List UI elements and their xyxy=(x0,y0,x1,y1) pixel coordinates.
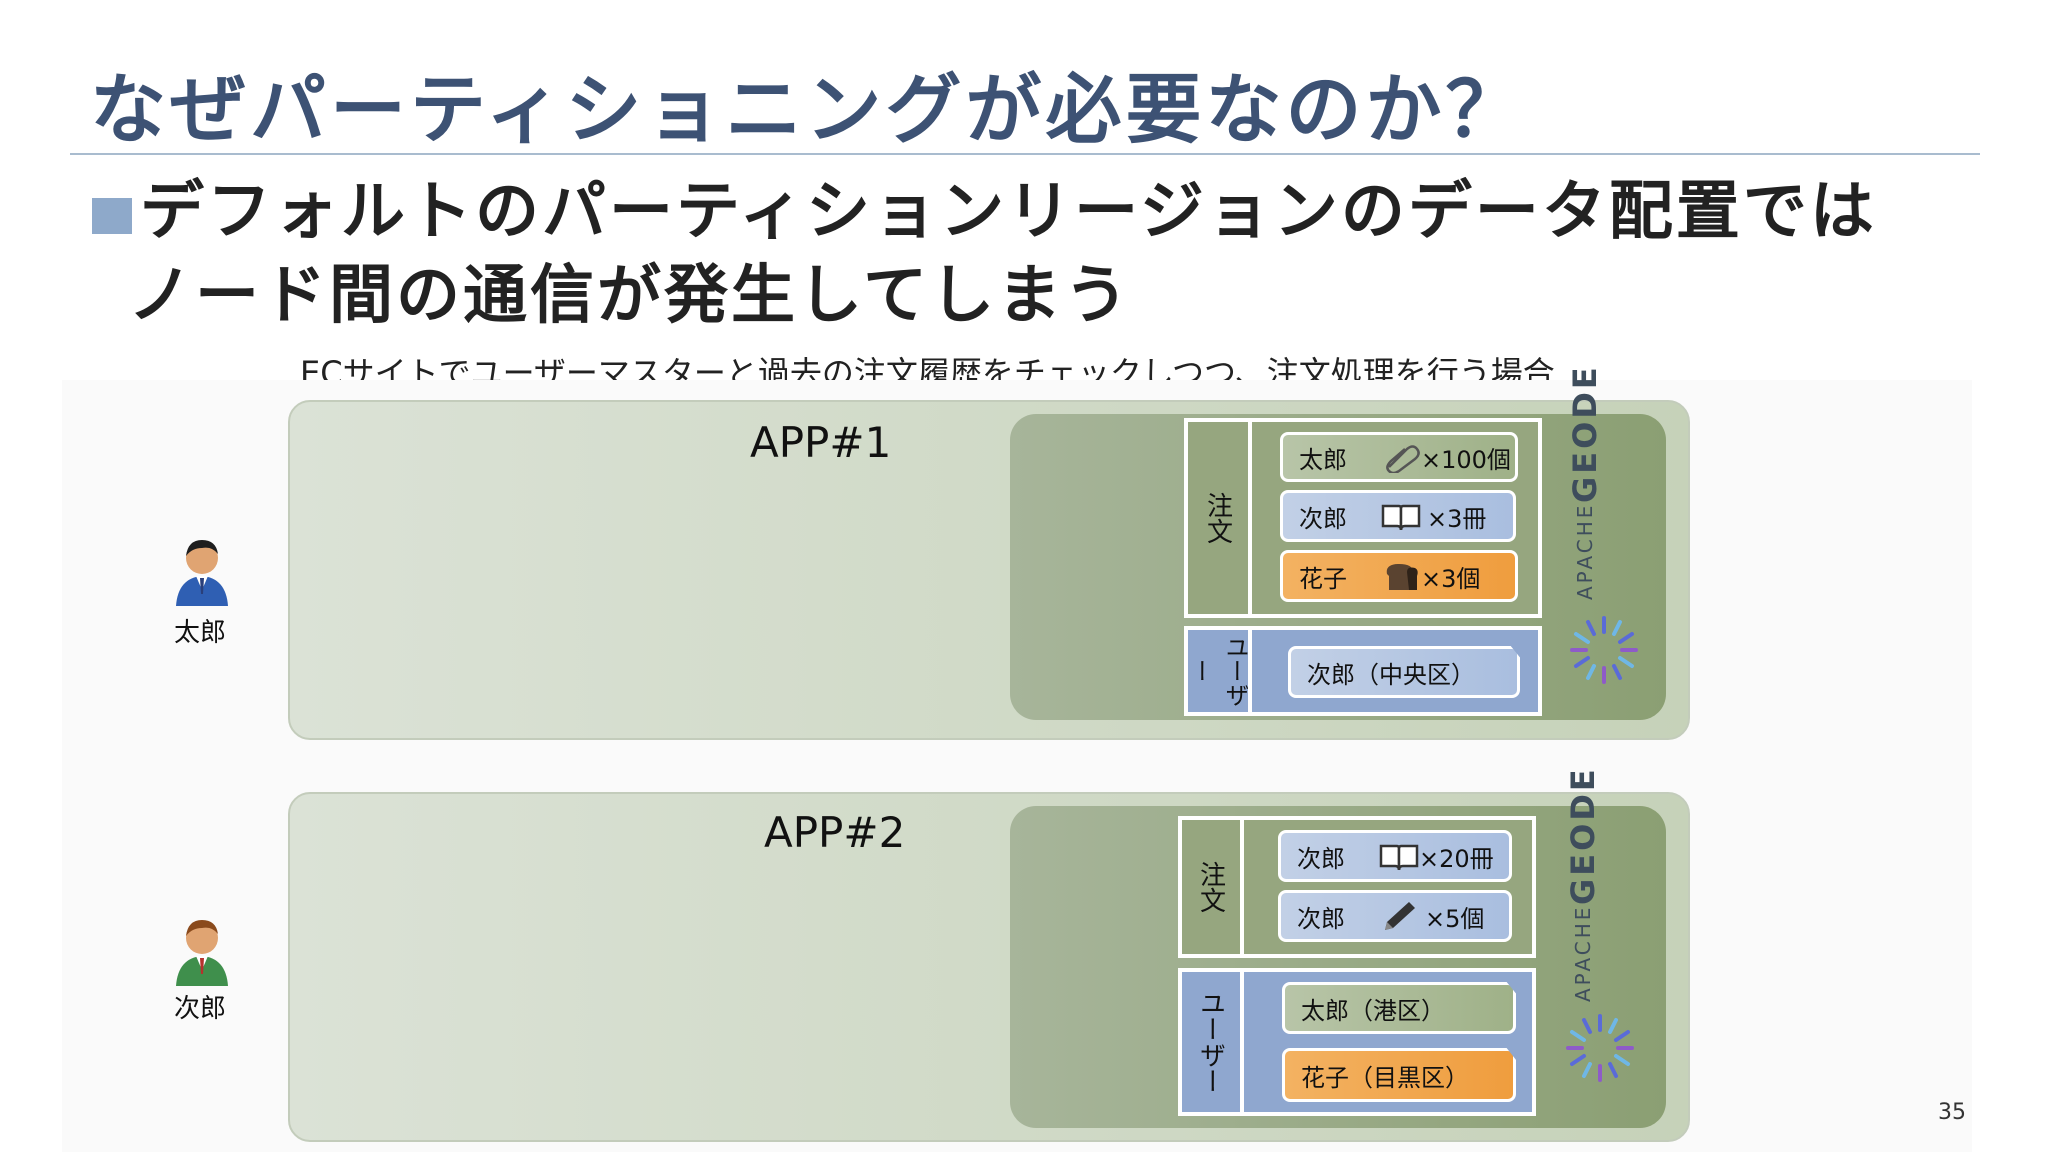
geode-burst-icon xyxy=(1570,616,1638,684)
apache-text: APACHE xyxy=(1573,502,1597,600)
book-icon xyxy=(1381,504,1421,531)
bread-icon xyxy=(1386,564,1418,590)
order-quantity: ×100個 xyxy=(1421,445,1511,474)
app-2-order-item: 次郎 ×5個 xyxy=(1278,890,1512,942)
apache-text: APACHE xyxy=(1571,904,1595,1002)
app-2-user-item: 太郎（港区） xyxy=(1282,982,1516,1034)
app-1-user-tab: ユーザー xyxy=(1188,635,1248,707)
app-1-order-tab: 注文 xyxy=(1202,492,1233,544)
businessman-blue-icon xyxy=(176,540,228,606)
bullet-text: デフォルトのパーティションリージョンのデータ配置では ノード間の通信が発生してし… xyxy=(128,170,1960,338)
app-1-user-item: 次郎（中央区） xyxy=(1288,646,1520,698)
businessman-green-icon xyxy=(176,920,228,986)
user-record: 次郎（中央区） xyxy=(1307,660,1475,689)
geode-burst-icon xyxy=(1566,1014,1634,1082)
geode-text: GEODE xyxy=(1564,765,1602,905)
bullet-line-1: デフォルトのパーティションリージョンのデータ配置では xyxy=(140,175,1877,249)
app-2-order-tab: 注文 xyxy=(1195,861,1226,913)
order-quantity: ×5個 xyxy=(1425,904,1485,933)
app-1-apache-geode-logo: APACHE GEODE xyxy=(1566,364,1604,600)
app-1-user-tab-divider xyxy=(1248,626,1252,716)
person-label-taro: 太郎 xyxy=(174,618,227,648)
order-customer: 次郎 xyxy=(1297,904,1345,933)
pencil-icon xyxy=(1385,902,1415,930)
app-2-apache-geode-logo: APACHE GEODE xyxy=(1564,766,1602,1002)
order-customer: 次郎 xyxy=(1297,844,1345,873)
app-2-label: APP#2 xyxy=(764,808,906,857)
page-number: 35 xyxy=(1938,1100,1966,1125)
app-2-user-tab: ユーザー xyxy=(1195,990,1226,1094)
user-record: 太郎（港区） xyxy=(1301,996,1445,1025)
order-quantity: ×20冊 xyxy=(1419,844,1494,873)
app-2-order-item: 次郎 ×20冊 xyxy=(1278,830,1512,882)
person-label-jiro: 次郎 xyxy=(174,994,227,1024)
app-1-order-item: 花子 ×3個 xyxy=(1280,550,1518,602)
bullet-line-2: ノード間の通信が発生してしまう xyxy=(128,259,1132,333)
app-2-user-tab-divider xyxy=(1240,968,1244,1116)
app-1-order-item: 次郎 ×3冊 xyxy=(1280,490,1516,542)
person-jiro xyxy=(170,914,234,986)
app-1-label: APP#1 xyxy=(750,418,892,467)
bullet-square-icon xyxy=(92,198,132,234)
app-1-order-tab-divider xyxy=(1248,418,1252,618)
book-icon xyxy=(1379,844,1419,871)
app-2-user-item: 花子（目黒区） xyxy=(1282,1048,1516,1102)
title-divider xyxy=(70,153,1980,155)
app-2-order-tab-divider xyxy=(1240,816,1244,958)
user-record: 花子（目黒区） xyxy=(1301,1063,1469,1092)
order-quantity: ×3個 xyxy=(1421,564,1481,593)
order-customer: 次郎 xyxy=(1299,504,1347,533)
geode-text: GEODE xyxy=(1566,363,1604,503)
order-customer: 花子 xyxy=(1299,564,1347,593)
person-taro xyxy=(170,534,234,606)
slide-title: なぜパーティショニングが必要なのか？ xyxy=(90,65,1526,154)
paperclip-icon xyxy=(1386,445,1420,473)
order-quantity: ×3冊 xyxy=(1427,504,1487,533)
app-1-order-item: 太郎 ×100個 xyxy=(1280,432,1518,482)
order-customer: 太郎 xyxy=(1299,445,1347,474)
